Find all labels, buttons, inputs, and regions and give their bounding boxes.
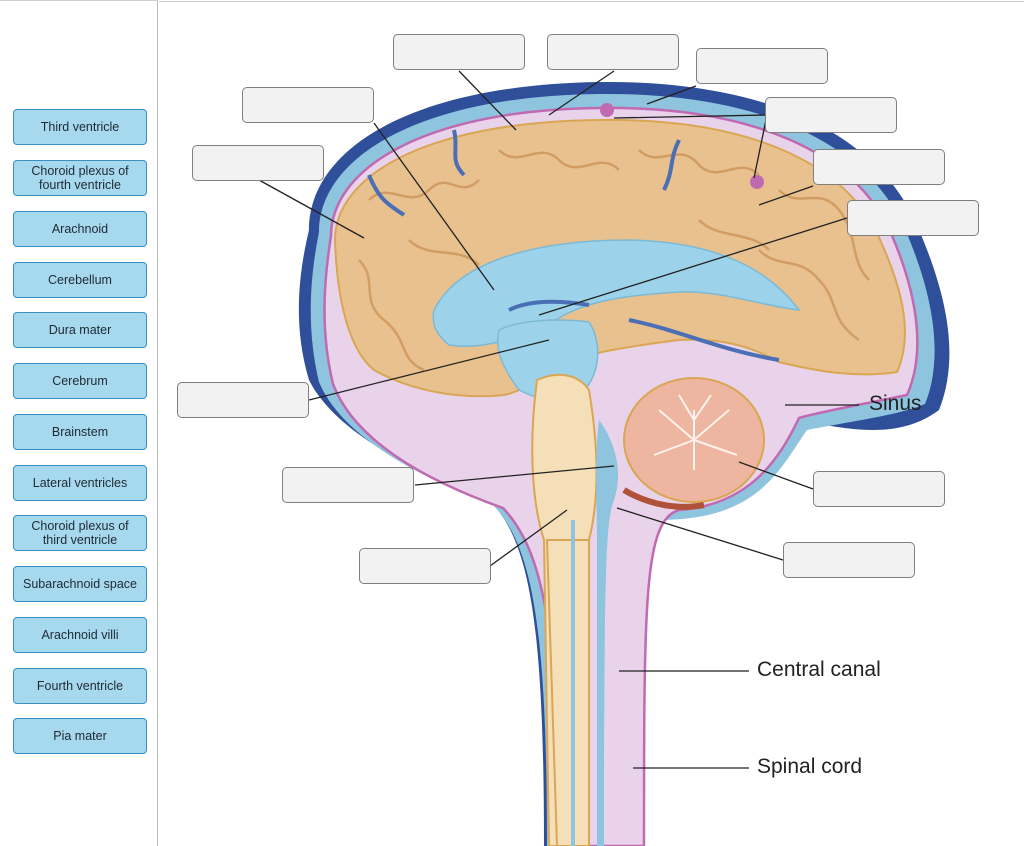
fourth-ventricle-shape (596, 420, 619, 846)
label-chip-dura-mater[interactable]: Dura mater (13, 312, 147, 348)
label-chip-brainstem[interactable]: Brainstem (13, 414, 147, 450)
label-spinal-cord: Spinal cord (757, 755, 863, 778)
label-central-canal: Central canal (757, 658, 881, 681)
label-chip-choroid-plexus-third-ventricle[interactable]: Choroid plexus of third ventricle (13, 515, 147, 551)
label-sinus: Sinus (869, 392, 922, 415)
diagram-stage: Sinus Central canal Spinal cord (159, 0, 1024, 846)
label-chip-fourth-ventricle[interactable]: Fourth ventricle (13, 668, 147, 704)
drop-box-8[interactable] (847, 200, 979, 236)
label-chip-cerebrum[interactable]: Cerebrum (13, 363, 147, 399)
brain-sagittal-illustration (258, 70, 950, 846)
drop-box-4[interactable] (242, 87, 374, 123)
label-chip-cerebellum[interactable]: Cerebellum (13, 262, 147, 298)
label-chip-arachnoid[interactable]: Arachnoid (13, 211, 147, 247)
label-chip-pia-mater[interactable]: Pia mater (13, 718, 147, 754)
label-chip-arachnoid-villi[interactable]: Arachnoid villi (13, 617, 147, 653)
lateral-ventricle-shape (432, 239, 801, 348)
drop-box-11[interactable] (813, 471, 945, 507)
drop-box-7[interactable] (813, 149, 945, 185)
drop-box-13[interactable] (783, 542, 915, 578)
drop-box-6[interactable] (192, 145, 324, 181)
arachnoid-villus-top (600, 103, 614, 117)
drop-box-5[interactable] (765, 97, 897, 133)
drop-box-1[interactable] (393, 34, 525, 70)
label-chip-lateral-ventricles[interactable]: Lateral ventricles (13, 465, 147, 501)
drop-box-9[interactable] (177, 382, 309, 418)
drop-box-2[interactable] (547, 34, 679, 70)
label-chip-choroid-plexus-fourth-ventricle[interactable]: Choroid plexus of fourth ventricle (13, 160, 147, 196)
drop-box-12[interactable] (359, 548, 491, 584)
arachnoid-villus-side (750, 175, 764, 189)
label-chip-subarachnoid-space[interactable]: Subarachnoid space (13, 566, 147, 602)
drop-box-10[interactable] (282, 467, 414, 503)
word-bank: Third ventricle Choroid plexus of fourth… (0, 0, 158, 846)
cerebellum-tree (653, 394, 738, 470)
choroid-plexus-third-shape (508, 299, 590, 312)
choroid-plexus-fourth-shape (622, 487, 705, 510)
drop-box-3[interactable] (696, 48, 828, 84)
label-chip-third-ventricle[interactable]: Third ventricle (13, 109, 147, 145)
blood-vessels (367, 129, 780, 362)
leader-lines (258, 70, 859, 769)
